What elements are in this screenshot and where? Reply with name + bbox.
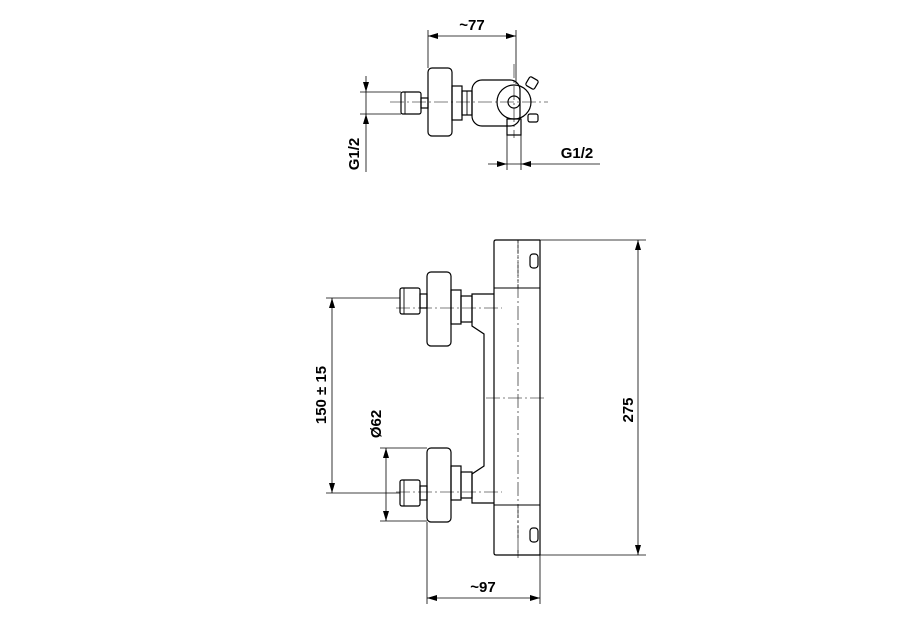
- top-inlet-thread-label: G1/2: [561, 145, 594, 162]
- top-outlet-thread-dimension: [360, 76, 401, 172]
- top-view-valve-body: [471, 76, 539, 127]
- height-dimension: [540, 239, 646, 556]
- inlet-spacing-dimension: [326, 297, 400, 494]
- front-view-thermostat-body: [486, 239, 546, 558]
- top-view-eccentric-nut: [451, 85, 473, 121]
- top-view-inlet-connector: [400, 91, 429, 115]
- inlet-spacing-label: 150 ± 15: [313, 366, 330, 424]
- front-view: 150 ± 15 Ø62 275 ~97: [313, 239, 646, 604]
- top-view: ~77 G1/2 G1/2: [346, 17, 600, 172]
- front-view-back-plate: [471, 293, 494, 504]
- height-label: 275: [620, 397, 637, 422]
- front-view-upper-inlet: [396, 271, 502, 347]
- top-width-dimension: [427, 30, 517, 84]
- front-view-lower-inlet: [396, 447, 502, 523]
- depth-label: ~97: [470, 579, 495, 596]
- flange-diameter-label: Ø62: [368, 410, 385, 438]
- flange-diameter-dimension: [380, 447, 427, 522]
- top-inlet-thread-dimension: [488, 135, 600, 170]
- top-outlet-thread-label: G1/2: [346, 138, 363, 171]
- top-width-label: ~77: [459, 17, 484, 34]
- depth-dimension: [426, 522, 541, 604]
